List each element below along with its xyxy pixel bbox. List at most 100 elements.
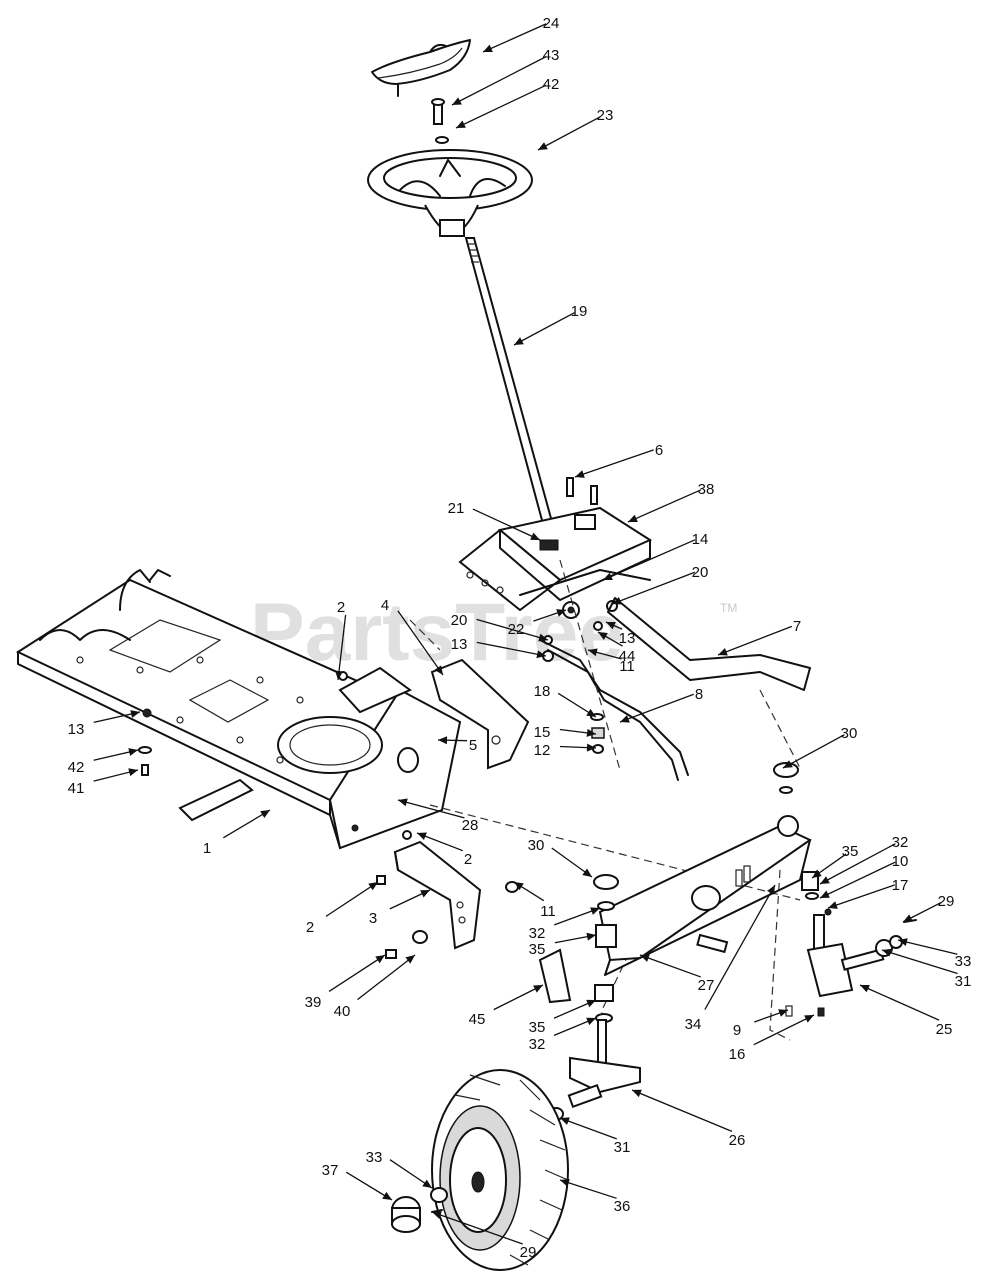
callout-leader-c2c (325, 881, 379, 917)
callout-arrowhead-c45 (533, 985, 543, 993)
callout-arrowhead-c38 (628, 514, 638, 523)
washer-42-part (138, 746, 152, 754)
callout-leader-c4 (397, 610, 444, 676)
callout-label-c28: 28 (462, 817, 479, 834)
callout-label-c26: 26 (729, 1132, 746, 1149)
callout-arrowhead-c26 (632, 1089, 642, 1098)
washer-30a-part (779, 786, 793, 794)
callout-arrowhead-c13b (536, 650, 546, 659)
callout-label-c36: 36 (614, 1198, 631, 1215)
callout-label-c2c: 2 (306, 919, 314, 936)
callout-label-c13a: 13 (619, 630, 636, 647)
callout-arrowhead-c27 (640, 954, 650, 962)
callout-leader-c7 (717, 625, 793, 656)
callout-leader-c32a (819, 843, 896, 885)
callout-arrowhead-c13a (606, 622, 616, 630)
callout-arrowhead-c6 (575, 470, 585, 478)
callout-arrowhead-c29b (432, 1211, 442, 1219)
callout-label-c2b: 2 (464, 851, 472, 868)
callout-arrowhead-c22 (556, 609, 566, 617)
callout-arrowhead-c19 (514, 337, 524, 345)
callout-arrowhead-c40 (405, 955, 415, 964)
callout-label-c44: 44 (619, 648, 636, 665)
callout-leader-c8 (619, 693, 694, 723)
callout-arrowhead-c9 (778, 1009, 788, 1017)
callout-arrowhead-c3 (420, 890, 430, 898)
bushing-35c-part (594, 984, 614, 1002)
callout-arrowhead-c2b (417, 832, 427, 840)
nut-12-part (592, 744, 604, 754)
callout-label-c1: 1 (203, 840, 211, 857)
callout-leader-c40 (357, 954, 416, 1001)
callout-arrowhead-c5 (438, 736, 448, 745)
callout-leader-c42a (455, 84, 547, 129)
callout-leader-c26 (631, 1089, 733, 1133)
callout-label-c35b: 35 (529, 941, 546, 958)
callout-arrowhead-c31a (882, 948, 892, 957)
callout-label-c29b: 29 (520, 1244, 537, 1261)
callout-arrowhead-c36 (560, 1178, 570, 1187)
callout-arrowhead-c39 (375, 955, 385, 964)
callout-label-c42b: 42 (68, 759, 85, 776)
callout-arrowhead-c33b (422, 1179, 432, 1188)
callout-arrowhead-c1 (260, 810, 270, 819)
callout-label-c40: 40 (334, 1003, 351, 1020)
steering-cap-part (371, 39, 471, 97)
callout-label-c9: 9 (733, 1022, 741, 1039)
callout-label-c4: 4 (381, 597, 389, 614)
callout-leader-c25 (859, 984, 940, 1021)
right-spindle-part (806, 914, 885, 998)
callout-arrowhead-c42a (456, 120, 466, 128)
left-spindle-part (567, 1019, 641, 1109)
hub-cap-37-part (391, 1196, 421, 1233)
callout-arrowhead-c30b (582, 868, 592, 877)
callout-leader-c31b (559, 1117, 617, 1140)
callout-label-c6: 6 (655, 442, 663, 459)
callout-arrowhead-c17 (828, 901, 838, 909)
callout-label-c33a: 33 (955, 953, 972, 970)
callout-label-c25: 25 (936, 1021, 953, 1038)
callout-arrowhead-c44 (598, 632, 608, 640)
callout-leader-c6 (574, 449, 654, 478)
callout-arrowhead-c25 (860, 985, 870, 993)
cap-bolt-part (431, 98, 445, 125)
drag-link-part (607, 597, 811, 691)
callout-label-c16: 16 (729, 1046, 746, 1063)
bolt-2c-part (376, 875, 386, 885)
callout-arrowhead-c20b (538, 633, 548, 642)
bolt-28-part (351, 824, 359, 832)
callout-label-c12: 12 (534, 742, 551, 759)
callout-arrowhead-c32c (586, 1017, 596, 1026)
callout-label-c30a: 30 (841, 725, 858, 742)
nut-13-part (142, 708, 152, 718)
callout-arrowhead-c2c (368, 882, 378, 891)
callout-leader-c20a (611, 571, 696, 605)
watermark-tm: TM (720, 601, 737, 615)
washer-32b-part (597, 901, 615, 911)
callout-label-c27: 27 (698, 977, 715, 994)
tie-rod-part-b (547, 649, 679, 781)
callout-arrowhead-c31b (560, 1117, 570, 1125)
bolts-6-part (566, 477, 598, 505)
callout-leader-c38 (627, 489, 702, 523)
callout-arrowhead-c24 (483, 44, 493, 52)
bracket-4-part (430, 658, 530, 770)
washer-part (435, 136, 449, 144)
callout-arrowhead-c11a (588, 648, 598, 657)
callout-arrowhead-c33a (898, 938, 908, 946)
callout-leader-c28 (397, 799, 465, 819)
callout-arrowhead-c14 (603, 572, 613, 581)
washer-40-part (412, 930, 428, 944)
callout-leader-c20b (476, 618, 549, 641)
callout-label-c38: 38 (698, 481, 715, 498)
callout-label-c34: 34 (685, 1016, 702, 1033)
callout-label-c45: 45 (469, 1011, 486, 1028)
callout-label-c29a: 29 (938, 893, 955, 910)
callout-arrowhead-c8 (620, 715, 630, 723)
callout-leader-c2a (337, 614, 347, 681)
washer-33b-part (430, 1187, 448, 1203)
callout-arrowhead-c35b (586, 932, 596, 941)
pin-16-part (817, 1007, 825, 1017)
callout-label-c32a: 32 (892, 834, 909, 851)
